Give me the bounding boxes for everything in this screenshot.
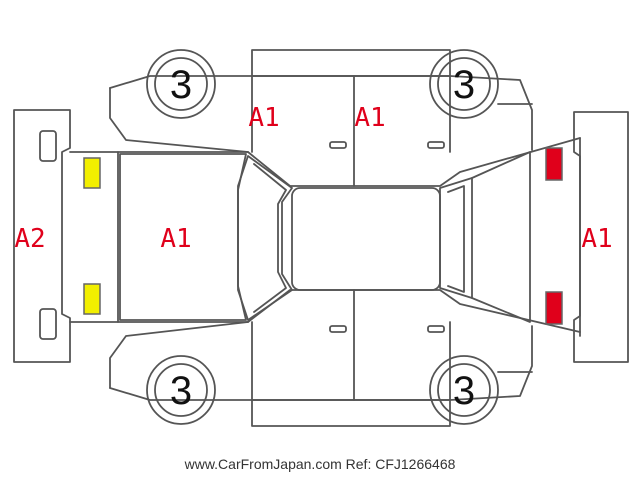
wheel-top-left	[146, 49, 216, 119]
wheel-bottom-right	[429, 355, 499, 425]
front-bumper	[13, 109, 71, 363]
roof-panel	[291, 187, 441, 291]
wheel-top-left-value: 3	[170, 63, 192, 107]
wheel-top-right-value: 3	[453, 63, 475, 107]
label-door-front-right: A1	[354, 103, 385, 133]
headlight-top	[83, 157, 101, 189]
rear-window	[439, 151, 531, 323]
top-side-panels	[109, 49, 533, 187]
label-hood: A1	[160, 224, 191, 254]
bottom-side-panels	[109, 289, 533, 427]
footer-site: www.CarFromJapan.com	[184, 456, 342, 472]
rear-bumper	[573, 111, 629, 363]
car-body-outline	[69, 137, 581, 337]
footer-reference: www.CarFromJapan.com Ref: CFJ1266468	[0, 456, 640, 472]
windshield	[237, 155, 293, 321]
label-door-front-left: A1	[248, 103, 279, 133]
taillight-bottom	[545, 291, 563, 325]
wheel-bottom-right-value: 3	[453, 369, 475, 413]
wheel-bottom-left	[146, 355, 216, 425]
label-front-bumper: A2	[14, 224, 45, 254]
headlight-bottom	[83, 283, 101, 315]
wheel-bottom-left-value: 3	[170, 369, 192, 413]
footer-ref: Ref: CFJ1266468	[345, 456, 456, 472]
taillight-top	[545, 147, 563, 181]
wheel-top-right	[429, 49, 499, 119]
label-rear-bumper: A1	[581, 224, 612, 254]
